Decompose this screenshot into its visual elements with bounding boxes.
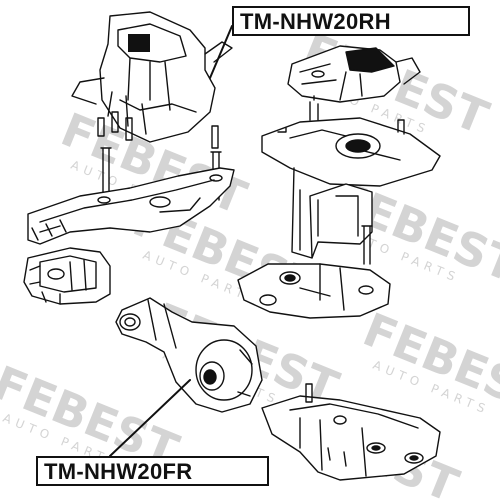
small-side-mount bbox=[23, 247, 111, 305]
rh-upper-bracket bbox=[237, 45, 441, 319]
part-label-rh: TM-NHW20RH bbox=[232, 6, 470, 36]
leader-line-fr bbox=[109, 379, 191, 457]
line-art bbox=[23, 11, 441, 481]
part-label-fr: TM-NHW20FR bbox=[36, 456, 269, 486]
rh-mount-assembly bbox=[27, 11, 235, 245]
fr-mount-assembly bbox=[115, 297, 263, 413]
leader-line-rh bbox=[209, 25, 233, 79]
fr-bracket bbox=[261, 383, 441, 481]
